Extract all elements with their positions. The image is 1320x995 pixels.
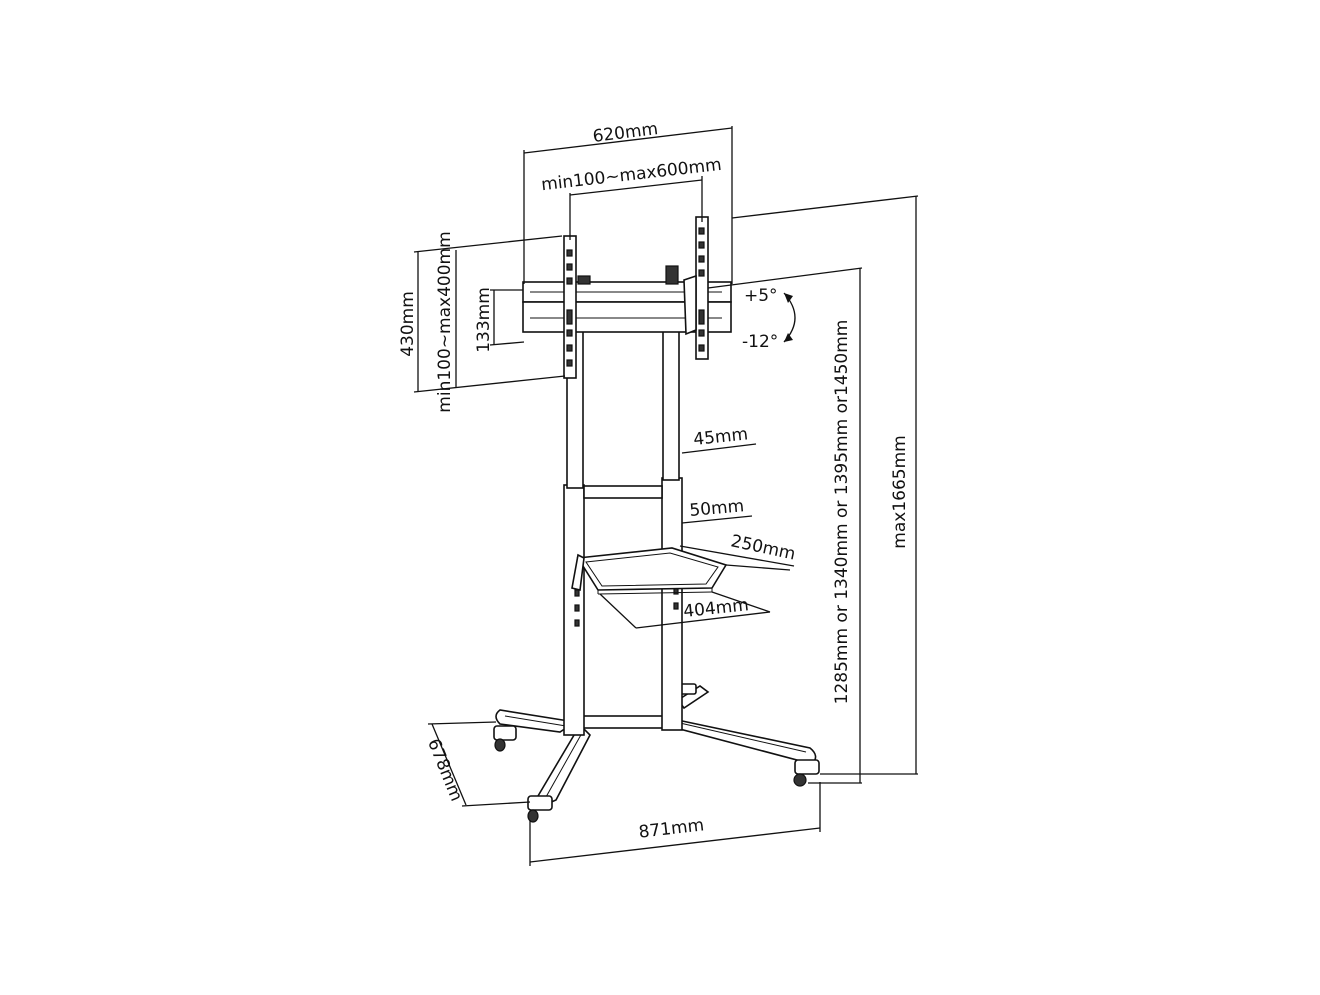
dimension-labels: 620mm min100~max600mm 430mm min100~max40… (398, 119, 910, 843)
base-legs (495, 685, 817, 807)
tilt-up-label: +5° (744, 286, 778, 306)
tilt-down-label: -12° (742, 332, 778, 352)
bar-height-label: 133mm (474, 287, 494, 353)
mount-heights-label: 1285mm or 1340mm or 1395mm or1450mm (832, 320, 852, 705)
shelf (571, 547, 728, 595)
right-upper-column (662, 329, 680, 481)
left-lower-column (563, 484, 585, 736)
tv-stand-drawing (493, 216, 820, 823)
left-vesa-arm (563, 235, 577, 379)
shelf-width-label: 404mm (682, 595, 749, 622)
shelf-depth-label: 250mm (729, 531, 797, 564)
overall-width-label: 620mm (592, 119, 660, 147)
base-depth-label: 678mm (423, 736, 466, 804)
vesa-horizontal-label: min100~max600mm (540, 155, 722, 195)
max-height-label: max1665mm (890, 435, 910, 548)
right-vesa-arm (683, 216, 709, 360)
dimension-lines (413, 126, 919, 866)
vesa-vertical-label: min100~max400mm (435, 231, 455, 412)
lower-crossbar (579, 715, 667, 729)
bracket-height-label: 430mm (398, 291, 418, 357)
lower-tube-label: 50mm (689, 496, 745, 521)
right-lower-column (661, 477, 683, 731)
middle-crossbar (583, 485, 663, 499)
caster-wheels (493, 683, 820, 823)
base-width-label: 871mm (638, 815, 705, 842)
